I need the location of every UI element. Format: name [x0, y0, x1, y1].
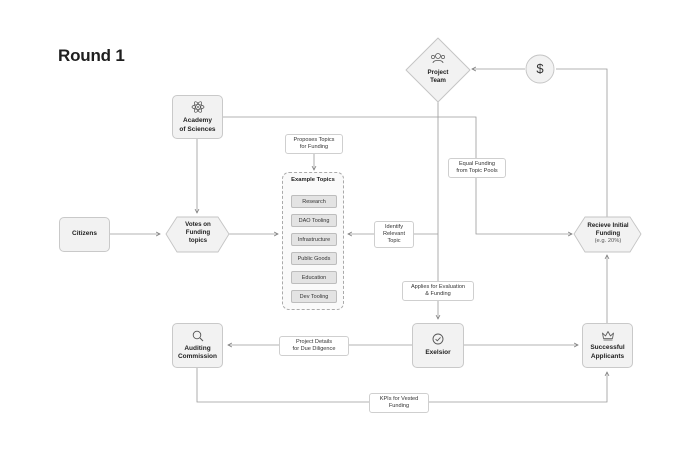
topic-research: Research — [291, 195, 337, 208]
team-icon — [431, 53, 445, 64]
academy-node: Academy of Sciences — [172, 95, 223, 139]
dollar-circle — [525, 54, 555, 84]
receive-funding-label: Recieve Initial Funding — [587, 222, 629, 237]
example-topics-title: Example Topics — [291, 177, 335, 183]
proposes-label: Proposes Topics for Funding — [285, 134, 343, 154]
citizens-label: Citizens — [72, 230, 97, 238]
successful-label: Successful Applicants — [590, 344, 625, 360]
receive-funding-node: Recieve Initial Funding (e.g. 20%) — [578, 222, 638, 245]
edge-academy-receive — [223, 116, 572, 234]
crown-icon — [601, 331, 614, 341]
project-details-label: Project Details for Due Diligence — [279, 336, 349, 356]
receive-funding-sub: (e.g. 20%) — [594, 237, 622, 244]
applies-label: Applies for Evaluation & Funding — [402, 281, 474, 301]
check-circle-icon — [432, 333, 444, 345]
votes-hexagon — [165, 216, 230, 253]
page-title: Round 1 — [58, 46, 125, 65]
topic-public-goods: Public Goods — [291, 252, 337, 265]
edge-receive-dollar — [556, 68, 608, 218]
magnifier-icon — [192, 330, 203, 342]
receive-funding-hexagon — [573, 216, 642, 253]
identify-topic-label: Identify Relevant Topic — [374, 221, 414, 248]
exelsior-label: Exelsior — [425, 349, 451, 357]
topic-dao-tooling: DAO Tooling — [291, 214, 337, 227]
citizens-node: Citizens — [59, 217, 110, 252]
kpis-label: KPIs for Vested Funding — [369, 393, 429, 413]
topic-infrastructure: Infrastructure — [291, 233, 337, 246]
topic-dev-tooling: Dev Tooling — [291, 290, 337, 303]
project-team-label: Project Team — [427, 69, 449, 84]
successful-applicants-node: Successful Applicants — [582, 323, 633, 368]
atom-icon — [191, 101, 204, 114]
example-topics-group: Example Topics Research DAO Tooling Infr… — [282, 172, 344, 310]
dollar-icon: $ — [536, 61, 544, 76]
votes-label: Votes on Funding topics — [185, 221, 211, 244]
auditing-node: Auditing Commission — [172, 323, 223, 368]
equal-funding-label: Equal Funding from Topic Pools — [448, 158, 506, 178]
topic-education: Education — [291, 271, 337, 284]
academy-label: Academy of Sciences — [179, 117, 216, 133]
exelsior-node: Exelsior — [412, 323, 464, 368]
project-team-diamond — [405, 37, 471, 103]
auditing-label: Auditing Commission — [177, 344, 217, 360]
